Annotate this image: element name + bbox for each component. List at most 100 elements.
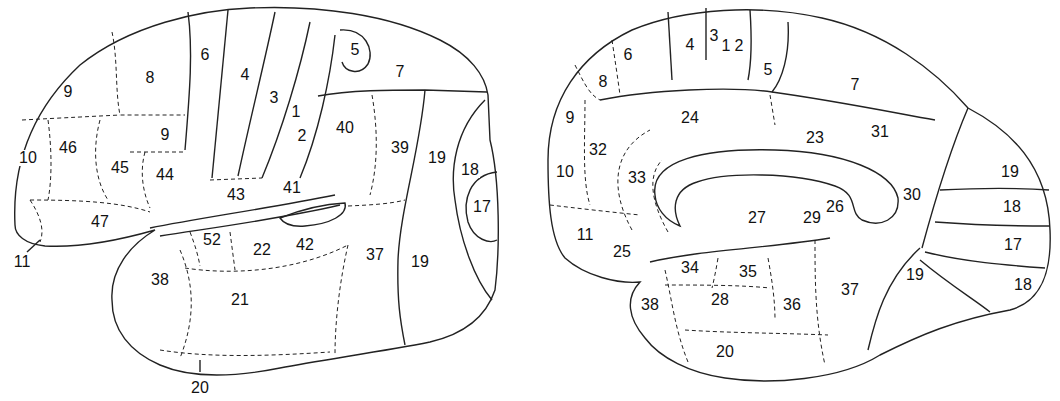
sylvian-fissure bbox=[160, 205, 340, 236]
area-number: 17 bbox=[1003, 237, 1023, 253]
area-number: 22 bbox=[252, 242, 272, 258]
area-number: 32 bbox=[588, 142, 608, 158]
area-border bbox=[665, 285, 770, 288]
area-number: 44 bbox=[155, 167, 175, 183]
area-number: 26 bbox=[825, 199, 845, 215]
area-number: 5 bbox=[763, 62, 774, 78]
area-number: 21 bbox=[230, 292, 250, 308]
area-number: 8 bbox=[598, 74, 609, 90]
lateral-view bbox=[15, 7, 499, 375]
area-border bbox=[30, 200, 150, 212]
parieto-occipital-sulcus bbox=[922, 108, 968, 248]
area-border bbox=[48, 120, 51, 200]
cingulate-sulcus bbox=[600, 22, 788, 100]
area-number: 24 bbox=[680, 110, 700, 126]
area-border bbox=[30, 200, 42, 242]
area-number: 43 bbox=[226, 187, 246, 203]
area-number: 41 bbox=[282, 180, 302, 196]
area-number: 3 bbox=[709, 28, 720, 44]
area-border bbox=[160, 350, 330, 356]
area-border bbox=[300, 35, 335, 178]
leader-line bbox=[27, 240, 40, 252]
area-border bbox=[772, 92, 935, 120]
area-number: 19 bbox=[427, 150, 447, 166]
area-number: 39 bbox=[390, 140, 410, 156]
area-border bbox=[212, 10, 228, 178]
area-number: 7 bbox=[850, 77, 861, 93]
area-number: 20 bbox=[715, 344, 735, 360]
area-border bbox=[868, 248, 920, 350]
area-number: 10 bbox=[555, 164, 575, 180]
area-border bbox=[340, 30, 370, 72]
area-border bbox=[665, 270, 688, 362]
area-number: 2 bbox=[734, 38, 745, 54]
medial-view bbox=[548, 8, 1050, 381]
area-border bbox=[190, 232, 200, 266]
area-border bbox=[142, 152, 150, 208]
area-number: 20 bbox=[190, 380, 210, 396]
area-border bbox=[318, 90, 487, 96]
area-number: 30 bbox=[902, 187, 922, 203]
area-border bbox=[815, 240, 825, 365]
area-border bbox=[940, 189, 1049, 191]
brain-outline bbox=[548, 10, 1050, 381]
area-border bbox=[550, 205, 640, 215]
area-border bbox=[705, 8, 706, 60]
hippocampal-fissure bbox=[650, 238, 830, 262]
area-border bbox=[370, 95, 376, 195]
area-number: 52 bbox=[202, 232, 222, 248]
area-number: 10 bbox=[18, 150, 38, 166]
area-number: 38 bbox=[640, 297, 660, 313]
area-number: 27 bbox=[747, 210, 767, 226]
area-border bbox=[668, 12, 672, 80]
area-number: 33 bbox=[627, 170, 647, 186]
area-number: 9 bbox=[565, 110, 576, 126]
area-border bbox=[348, 200, 405, 206]
area-border bbox=[96, 120, 108, 200]
area-border bbox=[22, 115, 120, 120]
area-number: 11 bbox=[13, 254, 32, 270]
area-border bbox=[618, 130, 650, 230]
area-number: 46 bbox=[58, 140, 78, 156]
leader-line bbox=[199, 360, 200, 372]
area-number: 17 bbox=[472, 199, 492, 215]
area-number: 5 bbox=[350, 42, 361, 58]
area-number: 37 bbox=[840, 282, 860, 298]
area-border bbox=[748, 10, 751, 80]
corpus-callosum bbox=[655, 150, 898, 226]
area-number: 9 bbox=[160, 127, 171, 143]
area-number: 7 bbox=[395, 64, 406, 80]
area-number: 37 bbox=[365, 247, 385, 263]
area-number: 36 bbox=[782, 297, 802, 313]
area-number: 18 bbox=[460, 162, 480, 178]
area-number: 3 bbox=[269, 90, 280, 106]
area-border bbox=[112, 32, 185, 115]
area-number: 8 bbox=[145, 70, 156, 86]
area-border bbox=[920, 260, 990, 312]
area-number: 40 bbox=[335, 120, 355, 136]
area-border bbox=[210, 178, 262, 180]
area-number: 6 bbox=[200, 47, 211, 63]
area-number: 34 bbox=[680, 260, 700, 276]
area-number: 9 bbox=[63, 84, 74, 100]
area-number: 28 bbox=[710, 292, 730, 308]
area-number: 38 bbox=[150, 272, 170, 288]
area-border bbox=[653, 160, 668, 232]
area-number: 35 bbox=[738, 264, 758, 280]
area-border bbox=[712, 258, 718, 288]
area-border bbox=[935, 222, 1050, 226]
area-border bbox=[230, 232, 235, 270]
area-number: 23 bbox=[805, 130, 825, 146]
area-number: 4 bbox=[685, 37, 696, 53]
area-border bbox=[130, 152, 185, 153]
area-border bbox=[335, 245, 348, 355]
area-number: 47 bbox=[90, 214, 110, 230]
area-border bbox=[768, 258, 775, 320]
area-border bbox=[685, 330, 828, 335]
area-number: 45 bbox=[110, 160, 130, 176]
area-number: 31 bbox=[870, 124, 890, 140]
area-number: 18 bbox=[1002, 199, 1022, 215]
area-border bbox=[398, 90, 425, 345]
